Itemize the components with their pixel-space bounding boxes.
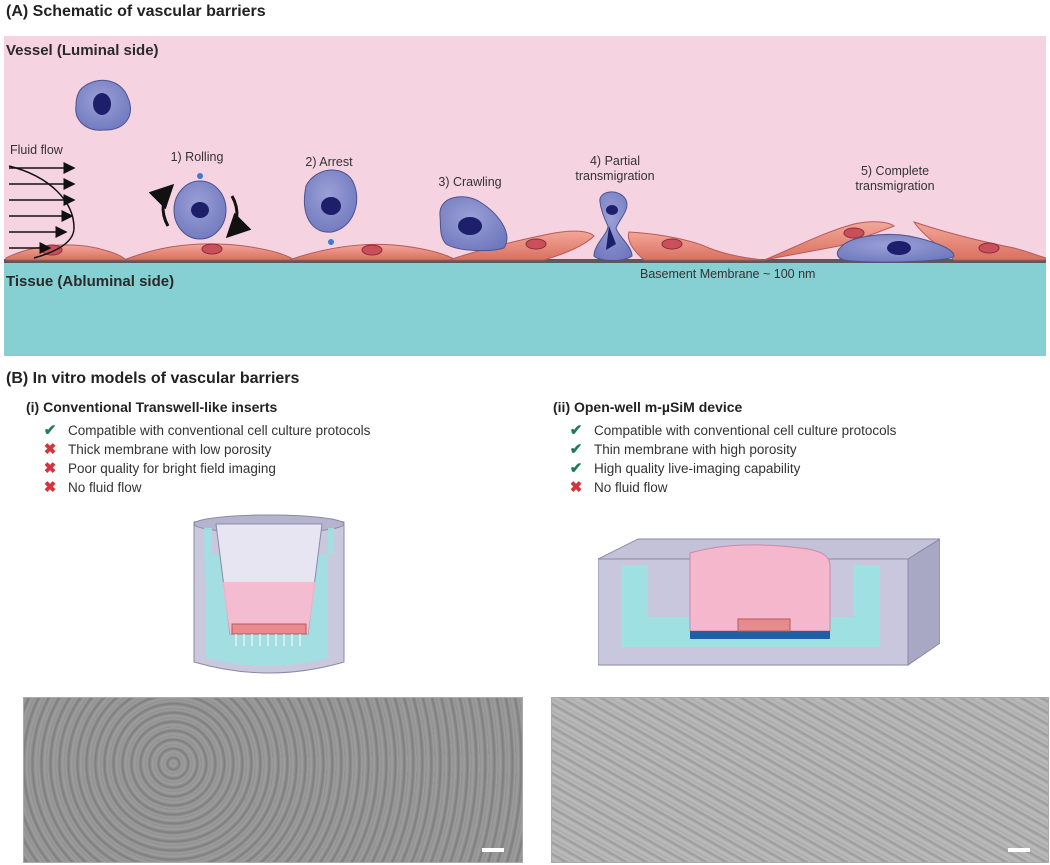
fluid-flow-arrows xyxy=(8,162,76,259)
transwell-features: ✔Compatible with conventional cell cultu… xyxy=(40,421,371,497)
check-icon: ✔ xyxy=(569,460,583,477)
vascular-barrier-schematic xyxy=(4,36,1046,356)
list-item: ✖Thick membrane with low porosity xyxy=(40,440,370,459)
musim-device-illustration xyxy=(598,538,940,666)
basement-membrane xyxy=(4,259,1046,263)
step-partial-transmigration-label: 4) Partial transmigration xyxy=(575,154,655,183)
scale-bar xyxy=(482,848,504,852)
list-item: ✔Compatible with conventional cell cultu… xyxy=(566,421,897,440)
step-complete-transmigration-label: 5) Complete transmigration xyxy=(855,164,935,193)
step-rolling-label: 1) Rolling xyxy=(170,150,224,164)
crawling-leukocyte xyxy=(439,196,508,252)
cross-icon: ✖ xyxy=(43,441,57,458)
list-item: ✔Thin membrane with high porosity xyxy=(566,440,896,459)
tissue-region xyxy=(4,262,1046,356)
cross-icon: ✖ xyxy=(569,479,583,496)
panel-b-title: (B) In vitro models of vascular barriers xyxy=(6,370,300,387)
list-item: ✖No fluid flow xyxy=(566,478,896,497)
cross-icon: ✖ xyxy=(43,479,57,496)
rolling-leukocyte xyxy=(148,173,252,240)
transwell-insert-illustration xyxy=(193,514,345,674)
musim-features: ✔Compatible with conventional cell cultu… xyxy=(566,421,897,497)
tissue-label: Tissue (Abluminal side) xyxy=(6,273,175,290)
musim-title: (ii) Open-well m-µSiM device xyxy=(553,399,743,415)
fluid-flow-label: Fluid flow xyxy=(10,143,63,157)
musim-micrograph xyxy=(551,697,1049,863)
transmigrated-leukocyte xyxy=(836,234,955,263)
list-item: ✔Compatible with conventional cell cultu… xyxy=(40,421,371,440)
arrested-leukocyte xyxy=(304,169,358,245)
step-arrest-label: 2) Arrest xyxy=(305,155,353,169)
transwell-micrograph xyxy=(23,697,523,863)
panel-a-title: (A) Schematic of vascular barriers xyxy=(6,3,266,20)
check-icon: ✔ xyxy=(569,441,583,458)
scale-bar xyxy=(1008,848,1030,852)
list-item: ✖No fluid flow xyxy=(40,478,370,497)
vessel-label: Vessel (Luminal side) xyxy=(6,42,159,59)
step-crawling-label: 3) Crawling xyxy=(438,175,502,189)
transwell-title: (i) Conventional Transwell-like inserts xyxy=(26,399,278,415)
list-item: ✔High quality live-imaging capability xyxy=(566,459,896,478)
check-icon: ✔ xyxy=(569,422,583,439)
basement-membrane-label: Basement Membrane ~ 100 nm xyxy=(640,267,816,281)
transmigrating-leukocyte xyxy=(593,191,633,261)
list-item: ✖Poor quality for bright field imaging xyxy=(40,459,370,478)
check-icon: ✔ xyxy=(43,422,57,439)
cross-icon: ✖ xyxy=(43,460,57,477)
